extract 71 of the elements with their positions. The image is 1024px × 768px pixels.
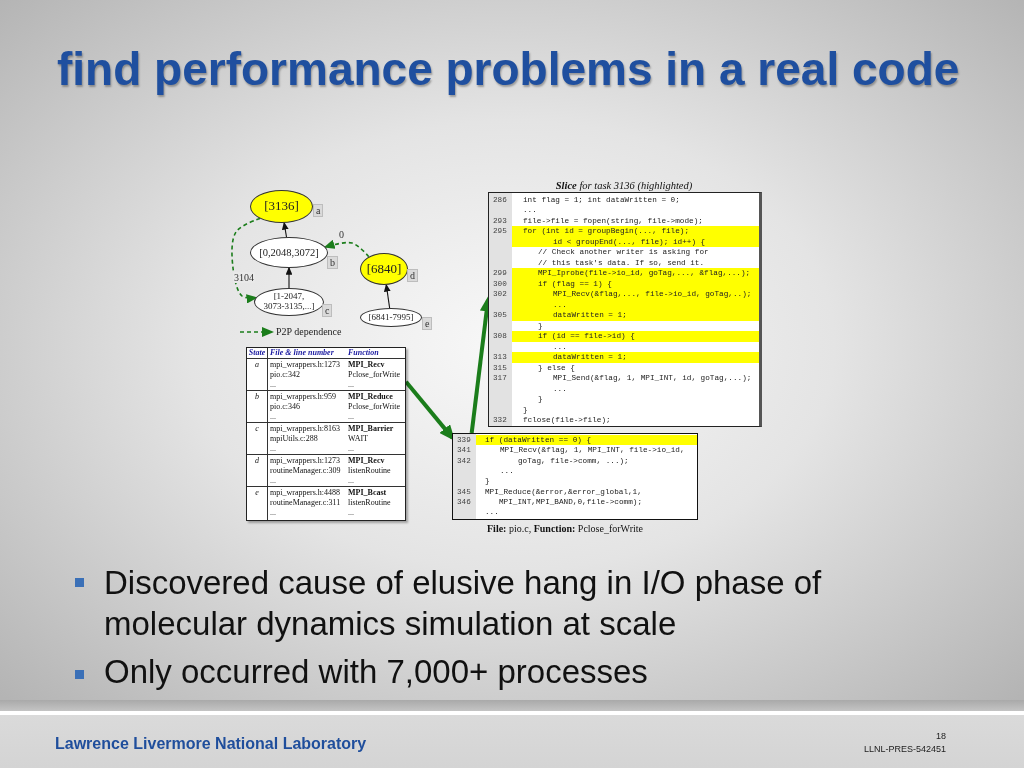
column-header: Function — [348, 348, 379, 358]
ellipse-node — [250, 237, 328, 268]
ellipsis: ... — [270, 412, 276, 422]
function-name: listenRoutine — [348, 466, 391, 476]
source-location: mpi_wrappers.h:1273 — [270, 360, 340, 370]
legend-text: P2P dependence — [276, 326, 342, 338]
source-location: mpiUtils.c:288 — [270, 434, 318, 444]
source-location: routineManager.c:309 — [270, 466, 341, 476]
ellipse-node — [360, 308, 422, 327]
state-table — [246, 347, 406, 521]
arrow — [285, 266, 293, 289]
node-label: [3136] — [264, 199, 299, 214]
ellipsis: ... — [348, 380, 354, 390]
ellipsis: ... — [270, 476, 276, 486]
ellipsis: ... — [270, 444, 276, 454]
ellipsis: ... — [348, 444, 354, 454]
function-name: WAIT — [348, 434, 368, 444]
function-name: MPI_Recv — [348, 360, 385, 370]
arrow — [383, 283, 391, 309]
node-tag: a — [313, 204, 324, 217]
source-location: mpi_wrappers.h:1273 — [270, 456, 340, 466]
source-location: pio.c:342 — [270, 370, 300, 380]
function-name: Pclose_forWrite — [348, 370, 401, 380]
ellipsis: ... — [270, 380, 276, 390]
state-letter: a — [255, 360, 259, 370]
node-tag: b — [327, 256, 338, 269]
function-name: MPI_Barrier — [348, 424, 394, 434]
panel-title: Slice for task 3136 (highlighted) — [555, 180, 693, 192]
ellipsis: ... — [348, 412, 354, 422]
source-location: mpi_wrappers.h:4488 — [270, 488, 340, 498]
state-letter: e — [255, 488, 259, 498]
function-name: Pclose_forWrite — [348, 402, 401, 412]
source-location: mpi_wrappers.h:8163 — [270, 424, 340, 434]
edge-label: 3104 — [233, 272, 255, 283]
function-name: MPI_Reduce — [348, 392, 393, 402]
ellipsis: ... — [270, 508, 276, 518]
code-caption: File: pio.c, Function: Pclose_forWrite — [487, 523, 643, 535]
page-number: 18 — [936, 731, 946, 741]
state-letter: d — [255, 456, 259, 466]
ellipse-node — [360, 253, 408, 285]
footer-text: Lawrence Livermore National Laboratory — [55, 735, 367, 753]
bullet-text: Only occurred with 7,000+ processes — [104, 652, 649, 692]
column-header: File & line number — [270, 348, 334, 358]
source-location: routineManager.c:311 — [270, 498, 341, 508]
ellipsis: ... — [348, 508, 354, 518]
node-label: [0,2048,3072] — [259, 246, 319, 259]
state-letter: b — [255, 392, 259, 402]
column-header: State — [248, 348, 266, 358]
arrow — [281, 221, 289, 238]
code-panel — [452, 433, 698, 520]
function-name: listenRoutine — [348, 498, 391, 508]
node-tag: e — [422, 317, 433, 330]
function-name: MPI_Bcast — [348, 488, 387, 498]
edge-label: 0 — [338, 229, 345, 240]
node-label: [6841-7995] — [368, 312, 414, 323]
node-tag: c — [322, 304, 333, 317]
slide-title: find performance problems in a real code — [57, 42, 961, 97]
source-location: mpi_wrappers.h:959 — [270, 392, 336, 402]
bullet-text: Discovered cause of elusive hang in I/O phase of molecular dynamics simulation at scale — [104, 563, 823, 644]
node-label: [1-2047, 3073-3135,...] — [262, 292, 316, 312]
dashed-arrow — [231, 217, 261, 304]
document-id: LLNL-PRES-542451 — [863, 744, 946, 754]
node-label: [6840] — [366, 261, 402, 277]
function-name: MPI_Recv — [348, 456, 385, 466]
state-letter: c — [255, 424, 259, 434]
ellipse-node — [254, 288, 324, 316]
ellipsis: ... — [348, 476, 354, 486]
thick-arrow — [404, 380, 455, 441]
ellipse-node — [250, 190, 313, 223]
node-tag: d — [407, 269, 418, 282]
source-location: pio.c:346 — [270, 402, 300, 412]
